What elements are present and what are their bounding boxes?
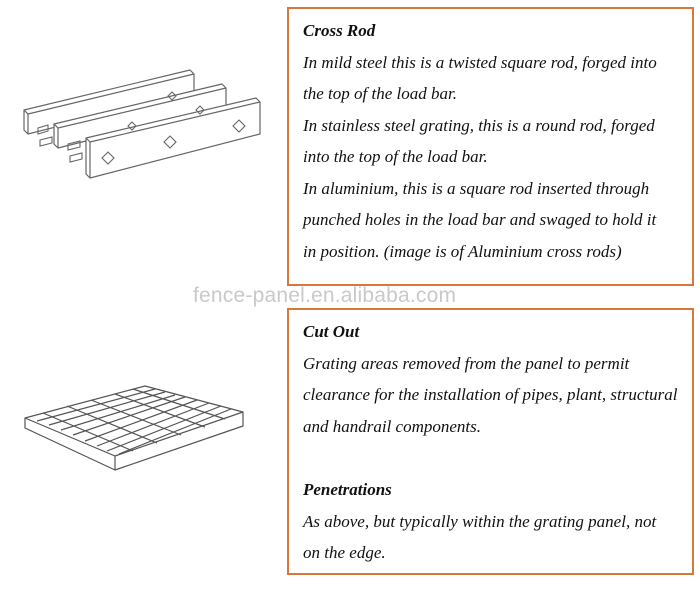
cross-rod-line: In stainless steel grating, this is a ro… <box>303 115 655 135</box>
cut-out-line: and handrail components. <box>303 416 482 436</box>
cross-rod-line: in position. (image is of Aluminium cros… <box>303 241 622 261</box>
cut-out-line: clearance for the installation of pipes,… <box>303 385 678 404</box>
cross-rod-line: the top of the load bar. <box>303 84 457 103</box>
spacer <box>303 442 684 474</box>
cross-rod-line: into the top of the load bar. <box>303 147 488 166</box>
cut-out-heading: Cut Out <box>303 322 360 341</box>
penetrations-line: As above, but typically within the grati… <box>303 511 657 531</box>
watermark: fence-panel.en.alibaba.com <box>193 284 457 307</box>
cross-rod-heading: Cross Rod <box>303 21 376 40</box>
grating-panel-illustration <box>24 385 244 471</box>
penetrations-heading: Penetrations <box>303 480 392 499</box>
cross-rod-panel: Cross Rod In mild steel this is a twiste… <box>287 7 694 286</box>
cut-out-panel: Cut Out Grating areas removed from the p… <box>287 308 694 575</box>
cross-rod-line: In mild steel this is a twisted square r… <box>303 52 657 72</box>
cut-out-line: Grating areas removed from the panel to … <box>303 353 630 373</box>
cross-rod-line: In aluminium, this is a square rod inser… <box>303 178 650 198</box>
cross-rod-line: punched holes in the load bar and swaged… <box>303 210 657 229</box>
penetrations-line: on the edge. <box>303 543 386 562</box>
cross-rod-illustration <box>23 69 261 179</box>
